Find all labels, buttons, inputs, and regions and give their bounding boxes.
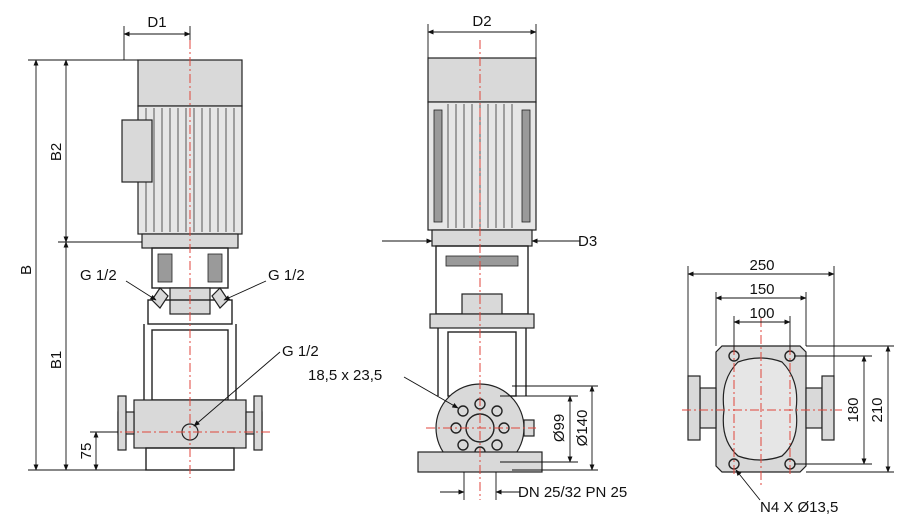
label-bolt-holes: N4 X Ø13,5 (760, 499, 838, 516)
side-pump-head (461, 293, 503, 315)
label-d1: D1 (147, 14, 166, 31)
leader-g-center (193, 351, 281, 427)
side-view: D2 D3 18,5 x 23,5 Ø99 Ø140 DN 25/32 PN 2… (308, 13, 627, 501)
label-dia-99: Ø99 (551, 414, 568, 442)
coupling-window-right (207, 253, 223, 283)
vent-plug-left (151, 287, 169, 309)
side-motor-shadow-right (521, 109, 531, 223)
plan-inlet-flange (687, 375, 701, 441)
label-d2: D2 (472, 13, 491, 30)
vent-plug-right (211, 287, 229, 309)
label-d3: D3 (578, 233, 597, 250)
label-180: 180 (845, 397, 862, 422)
label-b2: B2 (48, 143, 65, 161)
terminal-box (121, 119, 153, 183)
front-view: D1 B B2 B1 75 G 1/2 G 1/2 G 1/2 (18, 14, 319, 478)
base-plan-view: 250 150 100 180 210 N4 X Ø13,5 (682, 257, 894, 516)
leader-g-left (125, 280, 157, 301)
label-b: B (18, 265, 35, 275)
motor-cooling-fins (145, 108, 235, 232)
label-g-center: G 1/2 (282, 343, 319, 360)
leader-hole-slot (403, 376, 459, 409)
leader-bolt-holes (735, 469, 761, 501)
plan-outlet-flange (821, 375, 835, 441)
plan-outlet (805, 387, 823, 429)
label-hole-slot: 18,5 x 23,5 (308, 367, 382, 384)
plan-inlet (699, 387, 717, 429)
label-100: 100 (749, 305, 774, 322)
label-75: 75 (78, 443, 95, 460)
label-dia-140: Ø140 (574, 410, 591, 447)
side-motor-top (427, 57, 537, 103)
label-g-left: G 1/2 (80, 267, 117, 284)
side-motor-fins (447, 104, 513, 228)
side-head-flange (429, 313, 535, 329)
outlet-flange (253, 395, 263, 451)
coupling-window-left (157, 253, 173, 283)
leader-g-right (223, 280, 267, 301)
side-motor-flange (431, 229, 533, 247)
label-g-right: G 1/2 (268, 267, 305, 284)
label-dn-pn: DN 25/32 PN 25 (518, 484, 627, 501)
label-150: 150 (749, 281, 774, 298)
side-motor-body (427, 101, 537, 231)
label-210: 210 (869, 397, 886, 422)
inlet-flange (117, 395, 127, 451)
side-coupling (445, 255, 519, 267)
side-motor-shadow-left (433, 109, 443, 223)
label-b1: B1 (48, 351, 65, 369)
label-250: 250 (749, 257, 774, 274)
